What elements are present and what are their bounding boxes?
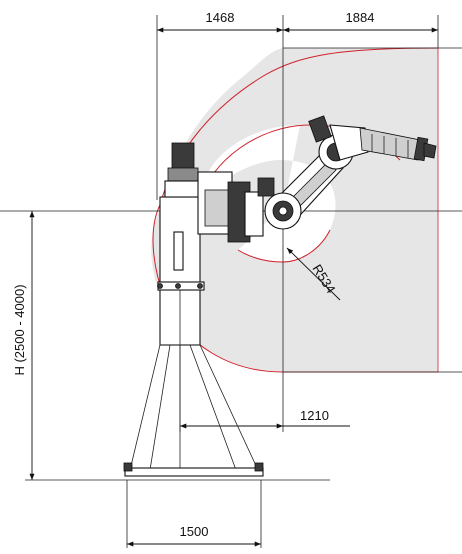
dimension-label-offset: 1210 [300,408,329,423]
pedestal-slot [173,231,184,271]
elbow-motor [308,115,332,143]
dimension-base-width: 1500 [126,480,262,548]
lower-arm [264,149,344,230]
tool-flange [423,142,437,159]
pedestal [123,196,264,477]
dimension-label-reach-back: 1468 [206,10,235,25]
dimension-label-base-width: 1500 [180,524,209,539]
envelope-inner-hole [198,125,336,262]
upper-arm [308,115,437,170]
pedestal-legs [129,344,259,471]
dimension-label-height: H (2500 - 4000) [12,284,27,375]
dimension-reach-back: 1468 [157,10,283,33]
base-plate [124,467,264,477]
envelope-outline-top [152,47,439,301]
robot-base [164,142,275,243]
dimension-label-reach-front: 1884 [346,10,375,25]
dimension-reach-front: 1884 [283,10,438,33]
dimension-height: H (2500 - 4000) [12,211,330,481]
motor-top [171,142,195,170]
